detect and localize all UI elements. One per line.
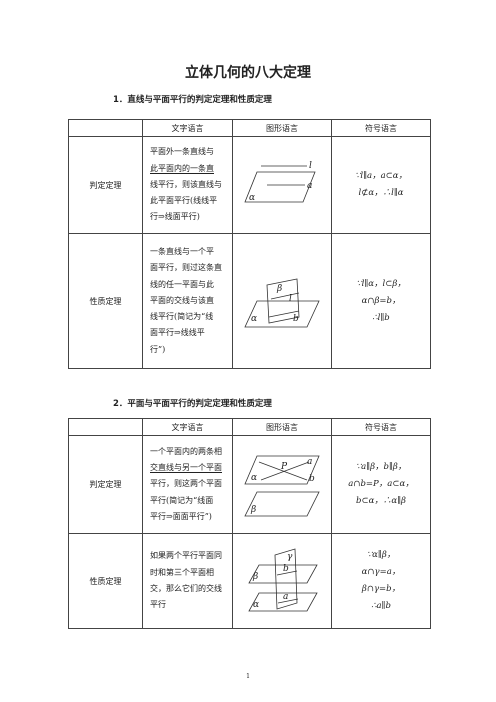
header-text-language: 文字语言	[142, 119, 233, 137]
svg-text:P: P	[280, 462, 288, 472]
figure-cell: β l α b	[232, 233, 332, 369]
row-label: 判定定理	[68, 435, 143, 534]
svg-text:l: l	[289, 294, 292, 304]
corner-cell	[68, 119, 143, 137]
row-label: 判定定理	[68, 136, 143, 234]
section-1-table: 文字语言 图形语言 符号语言 判定定理 平面外一条直线与 此平面内的一条直 线平…	[68, 119, 431, 369]
header-symbol-language: 符号语言	[331, 418, 431, 436]
table-row: 性质定理 如果两个平行平面同 时和第三个平面相 交，那么它们的交线 平行 γ β…	[68, 533, 431, 629]
text-description: 平面外一条直线与 此平面内的一条直 线平行，则该直线与 此平面平行(线线平 行⇒…	[142, 136, 233, 234]
page-number: 1	[246, 673, 250, 680]
text-description: 一个平面内的两条相 交直线与另一个平面 平行，则这两个平面 平行(简记为“线面 …	[142, 435, 233, 534]
svg-text:β: β	[276, 284, 282, 294]
svg-text:a: a	[283, 592, 288, 602]
figure-cell: γ β b α a	[232, 533, 332, 629]
svg-text:β: β	[250, 505, 256, 515]
svg-text:α: α	[251, 314, 257, 324]
section-1-heading: 1．直线与平面平行的判定定理和性质定理	[113, 95, 272, 105]
row-label: 性质定理	[68, 533, 143, 629]
symbol-expression: ∵l∥a，a⊂α， l⊄α，∴l∥α	[331, 136, 431, 234]
svg-text:l: l	[309, 161, 312, 171]
svg-text:b: b	[309, 474, 315, 484]
svg-text:b: b	[293, 314, 299, 324]
svg-text:β: β	[252, 572, 258, 582]
symbol-expression: ∵l∥α，l⊂β， α∩β=b， ∴l∥b	[331, 233, 431, 369]
symbol-expression: ∵a∥β，b∥β， a∩b=P，a⊂α， b⊂α，∴α∥β	[331, 435, 431, 534]
svg-text:a: a	[307, 181, 312, 191]
header-figure-language: 图形语言	[232, 418, 332, 436]
table-row: 性质定理 一条直线与一个平 面平行，则过这条直 线的任一平面与此 平面的交线与该…	[68, 233, 431, 369]
text-description: 如果两个平行平面同 时和第三个平面相 交，那么它们的交线 平行	[142, 533, 233, 629]
svg-text:γ: γ	[287, 552, 293, 562]
symbol-expression: ∵α∥β， α∩γ=a， β∩γ=b， ∴a∥b	[331, 533, 431, 629]
line-plane-property-diagram: β l α b	[244, 278, 320, 328]
section-2-heading: 2．平面与平面平行的判定定理和性质定理	[113, 399, 272, 409]
text-description: 一条直线与一个平 面平行，则过这条直 线的任一平面与此 平面的交线与该直 线平行…	[142, 233, 233, 369]
row-label: 性质定理	[68, 233, 143, 369]
plane-plane-property-diagram: γ β b α a	[248, 548, 318, 612]
header-symbol-language: 符号语言	[331, 119, 431, 137]
table-row: 判定定理 平面外一条直线与 此平面内的一条直 线平行，则该直线与 此平面平行(线…	[68, 136, 431, 234]
svg-text:α: α	[253, 600, 259, 610]
section-2-table: 文字语言 图形语言 符号语言 判定定理 一个平面内的两条相 交直线与另一个平面 …	[68, 418, 431, 629]
svg-text:a: a	[307, 457, 312, 467]
page-title: 立体几何的八大定理	[185, 65, 311, 81]
header-figure-language: 图形语言	[232, 119, 332, 137]
corner-cell	[68, 418, 143, 436]
svg-text:b: b	[283, 564, 289, 574]
header-text-language: 文字语言	[142, 418, 233, 436]
figure-cell: a α P b β	[232, 435, 332, 534]
table-row: 判定定理 一个平面内的两条相 交直线与另一个平面 平行，则这两个平面 平行(简记…	[68, 435, 431, 534]
figure-cell: l a α	[232, 136, 332, 234]
svg-text:α: α	[249, 193, 255, 203]
svg-text:α: α	[251, 473, 257, 483]
plane-plane-parallel-diagram: a α P b β	[244, 455, 320, 516]
line-plane-parallel-diagram: l a α	[244, 161, 316, 203]
